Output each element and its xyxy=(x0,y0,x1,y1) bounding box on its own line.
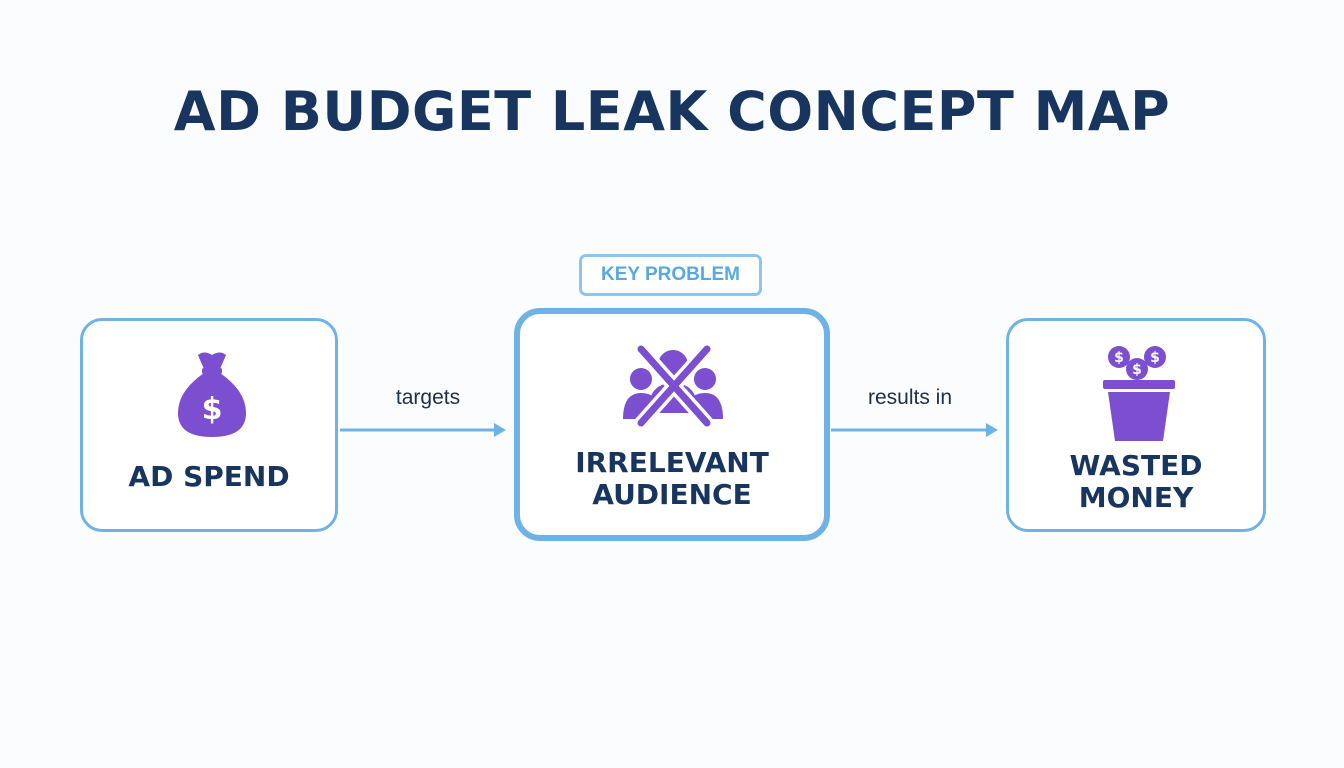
svg-text:$: $ xyxy=(1114,350,1124,366)
svg-text:$: $ xyxy=(1132,362,1142,378)
svg-text:$: $ xyxy=(202,392,223,427)
edge-label-targets: targets xyxy=(395,386,461,409)
node-irrelevant-audience: IRRELEVANT AUDIENCE xyxy=(514,308,830,541)
node-label-irrelevant-audience: IRRELEVANT AUDIENCE xyxy=(575,446,769,511)
money-bag-icon: $ xyxy=(178,352,246,437)
node-label-wasted-money: WASTED MONEY xyxy=(1069,449,1203,514)
node-wasted-money: $ $ $ WASTED MONEY xyxy=(1006,318,1266,532)
key-problem-badge: KEY PROBLEM xyxy=(579,254,762,296)
edge-label-results-in: results in xyxy=(867,386,953,409)
crossed-out-audience-icon xyxy=(623,343,723,429)
svg-text:$: $ xyxy=(1150,350,1160,366)
node-label-ad-spend: AD SPEND xyxy=(128,460,290,493)
bucket-of-coins-icon: $ $ $ xyxy=(1103,346,1175,441)
edge-arrow-targets xyxy=(340,423,506,437)
node-ad-spend: $ AD SPEND xyxy=(80,318,338,532)
diagram-title: AD BUDGET LEAK CONCEPT MAP xyxy=(173,80,1171,143)
edge-arrow-results-in xyxy=(831,423,998,437)
